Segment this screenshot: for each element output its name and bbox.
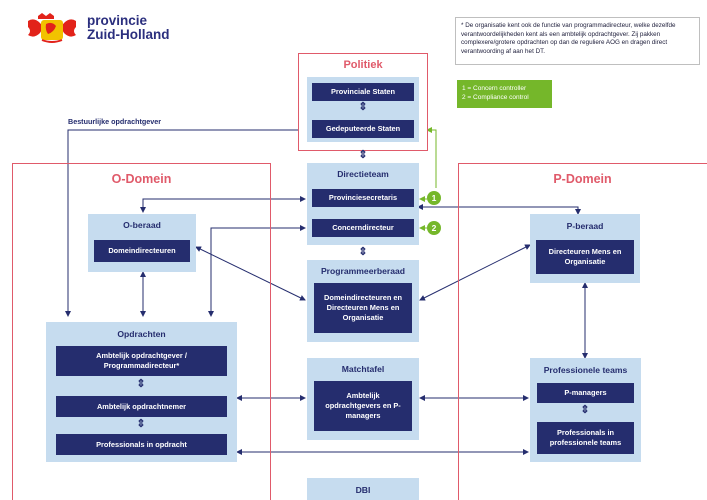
directieteam-title: Directieteam (337, 169, 389, 179)
double-arrow-icon: ⇕ (136, 378, 146, 390)
logo-text: provincie Zuid-Holland (87, 14, 169, 42)
p-managers-box: P-managers (537, 383, 634, 403)
legend-line2: 2 = Compliance control (462, 94, 529, 101)
matchtafel-title: Matchtafel (341, 364, 385, 374)
concerndirecteur-box: Concerndirecteur (312, 219, 414, 237)
provinciale-staten-box: Provinciale Staten (312, 83, 414, 101)
dbi-title: DBI (355, 485, 371, 495)
professionals-opdracht-box: Professionals in opdracht (56, 434, 227, 455)
gedeputeerde-staten-box: Gedeputeerde Staten (312, 120, 414, 138)
legend-line1: 1 = Concern controller (462, 85, 527, 92)
programmeerberaad-box: Domeindirecteuren en Directeuren Mens en… (314, 283, 412, 333)
badge-2: 2 (427, 221, 441, 235)
province-crest-icon (22, 12, 82, 44)
logo-line2: Zuid-Holland (87, 27, 170, 42)
p-domein-frame (458, 163, 707, 500)
legend-box: 1 = Concern controller 2 = Compliance co… (457, 80, 552, 108)
o-beraad-box: Domeindirecteuren (94, 240, 190, 262)
aog-box: Ambtelijk opdrachtgever / Programmadirec… (56, 346, 227, 376)
o-domein-frame (12, 163, 271, 500)
bestuurlijk-label: Bestuurlijke opdrachtgever (68, 117, 162, 126)
p-beraad-title: P-beraad (566, 221, 604, 231)
teams-title: Professionele teams (543, 365, 628, 375)
o-domein-title: O-Domein (111, 172, 172, 186)
p-beraad-box: Directeuren Mens en Organisatie (536, 240, 634, 274)
o-beraad-title: O-beraad (123, 220, 161, 230)
dbi-panel (307, 478, 419, 500)
aon-box: Ambtelijk opdrachtnemer (56, 396, 227, 417)
badge-1: 1 (427, 191, 441, 205)
footnote-box: * De organisatie kent ook de functie van… (455, 17, 700, 65)
politiek-title: Politiek (343, 59, 383, 71)
p-domein-title: P-Domein (553, 172, 612, 186)
double-arrow-icon: ⇕ (136, 418, 146, 430)
programmeerberaad-title: Programmeerberaad (320, 266, 406, 276)
double-arrow-icon: ⇕ (358, 149, 368, 161)
double-arrow-icon: ⇕ (358, 101, 368, 113)
double-arrow-icon: ⇕ (358, 246, 368, 258)
matchtafel-box: Ambtelijk opdrachtgevers en P-managers (314, 381, 412, 431)
double-arrow-icon: ⇕ (580, 404, 590, 416)
logo-line1: provincie (87, 13, 148, 28)
opdrachten-title: Opdrachten (117, 329, 166, 339)
provinciesecretaris-box: Provinciesecretaris (312, 189, 414, 207)
professionals-teams-box: Professionals in professionele teams (537, 422, 634, 454)
